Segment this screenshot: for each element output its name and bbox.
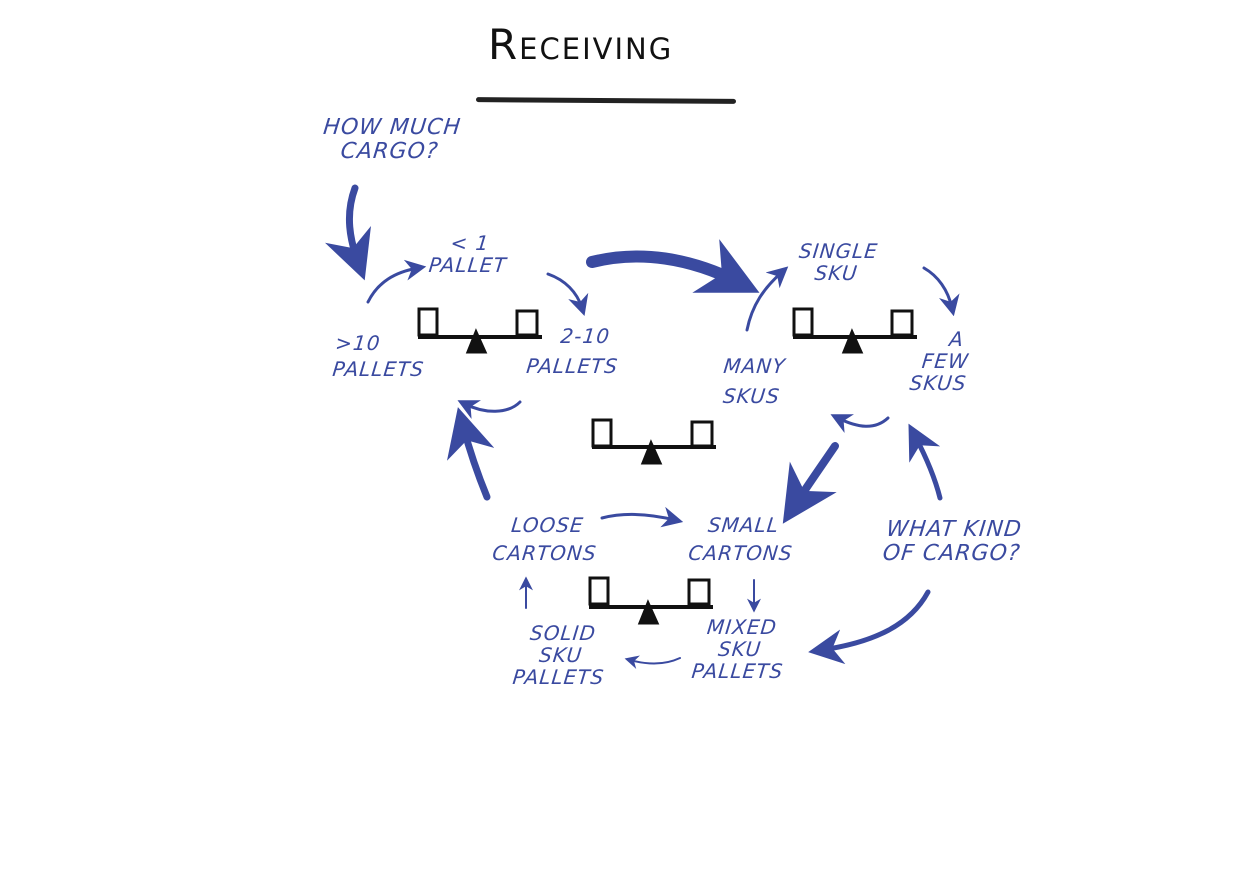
option-two-to-ten-pallets: 2-10 PALLETS — [525, 324, 622, 378]
option-many-skus: MANY SKUS — [719, 354, 787, 408]
arrow-icon — [782, 442, 839, 524]
label-line: SOLID — [528, 621, 598, 645]
label-line: CARGO? — [339, 139, 440, 165]
balance-scale-icon — [792, 307, 917, 354]
arrow-icon — [457, 400, 522, 420]
option-more-than-ten-pallets: >10 PALLETS — [331, 331, 428, 381]
label-line: >10 — [334, 331, 382, 355]
label-line: CARTONS — [687, 541, 794, 565]
label-line: PALLETS — [331, 357, 426, 381]
arrow-icon — [366, 259, 427, 304]
arrow-icon — [446, 407, 495, 501]
arrow-icon — [922, 266, 960, 317]
arrow-icon — [546, 272, 589, 317]
label-line: SKU — [537, 643, 584, 667]
option-small-cartons: SMALL CARTONS — [687, 513, 796, 565]
option-solid-sku-pallets: SOLID SKU PALLETS — [511, 621, 611, 689]
label-line: PALLETS — [690, 659, 785, 683]
arrow-icon — [324, 184, 371, 281]
option-a-few-skus: A FEW SKUS — [908, 327, 973, 395]
label-line: WHAT KIND — [885, 517, 1024, 542]
label-line: SINGLE — [797, 239, 880, 263]
option-less-than-one-pallet: < 1 PALLET — [427, 231, 511, 277]
label-line: PALLET — [427, 253, 508, 277]
label-line: 2-10 — [559, 324, 612, 348]
label-line: < 1 — [449, 231, 491, 255]
arrow-icon — [624, 655, 681, 669]
arrow-icon — [808, 589, 931, 665]
label-line: OF CARGO? — [881, 541, 1022, 567]
label-line: FEW — [920, 349, 971, 373]
label-line: A — [948, 327, 966, 351]
arrow-icon — [600, 506, 684, 528]
arrow-icon — [908, 423, 943, 501]
option-mixed-sku-pallets: MIXED SKU PALLETS — [690, 615, 790, 683]
label-line: SKU — [813, 261, 860, 285]
page-title: Receiving — [488, 20, 674, 69]
arrow-icon — [745, 266, 789, 332]
label-line: SKU — [716, 637, 763, 661]
balance-scale-icon — [417, 307, 542, 354]
label-line: SKUS — [908, 371, 968, 395]
question-what-kind: WHAT KIND OF CARGO? — [881, 517, 1024, 567]
label-line: PALLETS — [511, 665, 606, 689]
balance-scale-icon — [591, 418, 716, 465]
question-how-much: HOW MUCH CARGO? — [319, 115, 463, 165]
arrow-icon — [586, 239, 760, 293]
option-single-sku: SINGLE SKU — [796, 239, 880, 285]
label-line: SMALL — [706, 513, 781, 537]
label-line: MANY — [722, 354, 787, 378]
label-line: LOOSE — [510, 513, 585, 537]
label-line: MIXED — [705, 615, 779, 639]
option-loose-cartons: LOOSE CARTONS — [491, 513, 600, 565]
label-line: HOW MUCH — [322, 115, 463, 140]
arrow-icon — [830, 414, 890, 434]
label-line: CARTONS — [491, 541, 598, 565]
balance-scale-icon — [588, 576, 713, 625]
label-line: SKUS — [721, 384, 782, 408]
label-line: PALLETS — [525, 354, 620, 378]
